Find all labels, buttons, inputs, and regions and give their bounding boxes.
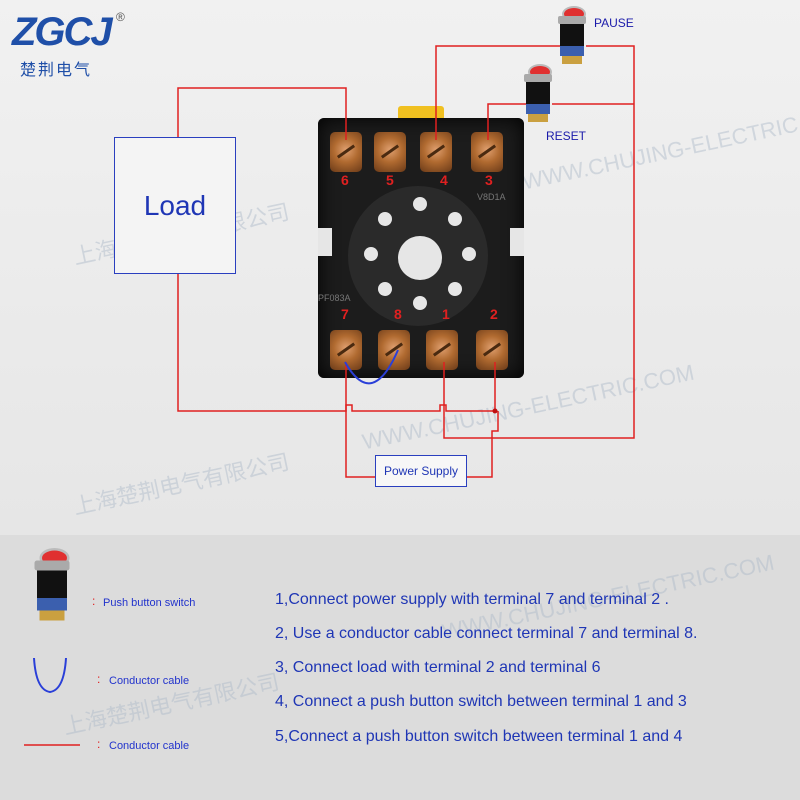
terminal-number-7: 7 [341,306,349,322]
instruction-2: 2, Use a conductor cable connect termina… [275,625,698,642]
pause-label: PAUSE [594,16,634,30]
jumper-cable-7-8 [344,349,399,385]
legend-marker: : [92,594,96,608]
load-box: Load [114,137,236,274]
pin-hole [413,296,427,310]
wire-terminal-7-to-power-supply [345,362,375,478]
pin-hole [448,212,462,226]
terminal-number-6: 6 [341,172,349,188]
terminal-screw-2 [476,330,508,370]
legend-label-push-button: Push button switch [103,597,196,609]
wire-group [177,45,635,478]
terminal-number-1: 1 [442,306,450,322]
terminal-screw-5 [374,132,406,172]
terminal-screw-1 [426,330,458,370]
instruction-3: 3, Connect load with terminal 2 and term… [275,659,601,676]
socket-side-notch [318,228,332,256]
terminal-number-2: 2 [490,306,498,322]
pin-hole [364,247,378,261]
push-button-switch-icon [32,548,77,648]
terminal-number-3: 3 [485,172,493,188]
pin-hole [378,282,392,296]
legend-marker: : [97,737,101,751]
socket-side-notch [510,228,524,256]
wire-terminal-3-to-reset [487,103,526,140]
terminal-screw-8 [378,330,410,370]
logo-text: ZGCJ [12,10,113,54]
wire-power-supply-to-terminal-2 [465,411,499,478]
instruction-4: 4, Connect a push button switch between … [275,693,687,710]
wire-terminal-4-to-pause [435,45,561,140]
brand-logo: ZGCJ ® 楚荆电气 [12,10,125,80]
legend-label-conductor-curve: Conductor cable [109,675,190,687]
socket-stamp-bottom: PF083A [318,293,351,303]
pin-hole [413,197,427,211]
pause-push-button-icon [556,6,588,66]
socket-stamp-top: V8D1A [477,192,506,202]
load-label: Load [143,189,207,221]
logo-chinese-name: 楚荆电气 [20,62,93,79]
reset-label: RESET [546,129,587,143]
instruction-1: 1,Connect power supply with terminal 7 a… [275,591,669,608]
legend-panel [0,535,800,800]
terminal-number-4: 4 [440,172,448,188]
pin-hole [378,212,392,226]
wire-load-to-terminal-2 [177,272,496,412]
pin-hole [462,247,476,261]
power-supply-box: Power Supply [375,455,467,487]
wire-load-to-terminal-6 [177,87,347,140]
junction-dot [492,408,498,414]
socket-center-hole [398,236,442,280]
terminal-screw-3 [471,132,503,172]
registered-mark: ® [116,10,125,24]
pin-hole [448,282,462,296]
legend-label-conductor-line: Conductor cable [109,740,190,752]
wire-pause-to-terminal-1 [443,45,635,439]
terminal-number-8: 8 [394,306,402,322]
power-supply-label: Power Supply [383,464,459,478]
instruction-5: 5,Connect a push button switch between t… [275,728,683,745]
reset-push-button-icon [522,64,554,124]
legend-marker: : [97,672,101,686]
terminal-number-5: 5 [386,172,394,188]
conductor-cable-curve-icon [33,657,67,694]
